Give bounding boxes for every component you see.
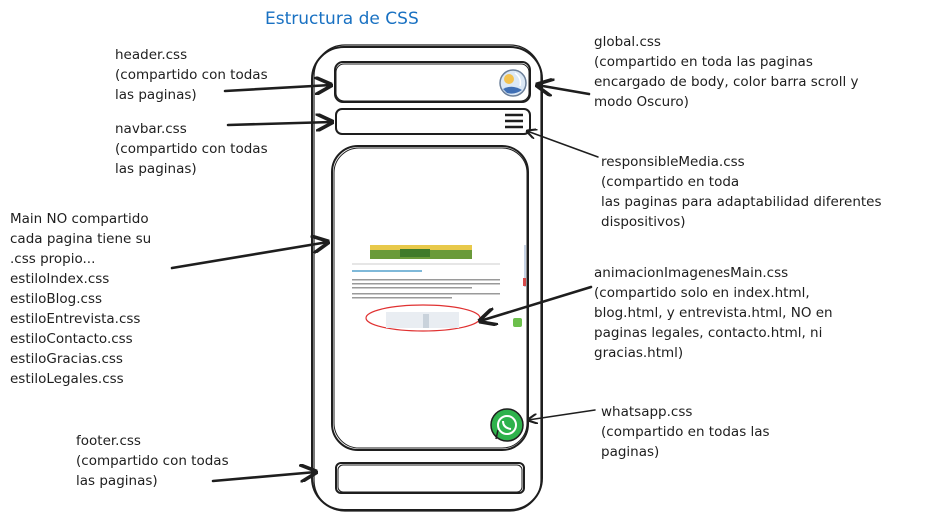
whatsapp-css-note: whatsapp.css (compartido en todas las pa…	[601, 404, 770, 460]
arrow-global	[537, 85, 591, 94]
main-css-note: Main NO compartido cada pagina tiene su …	[10, 211, 152, 387]
arrow-navbar	[226, 122, 332, 125]
footer-css-note: footer.css (compartido con todas las pag…	[76, 433, 229, 489]
phone-outline	[311, 44, 543, 512]
arrow-footer	[211, 472, 316, 481]
navbar-bar	[335, 108, 531, 135]
footer-bar	[335, 462, 525, 494]
thumbnail-animated-image	[386, 312, 459, 328]
arrow-header	[223, 85, 331, 91]
header-bar	[334, 61, 531, 103]
arrow-whatsapp	[528, 409, 596, 420]
arrow-main	[170, 242, 328, 270]
hamburger-menu-icon	[505, 113, 523, 129]
theme-toggle-icon	[499, 69, 527, 97]
global-css-note: global.css (compartido en toda las pagin…	[594, 34, 859, 110]
main-content-box	[331, 145, 529, 451]
diagram-title: Estructura de CSS	[265, 9, 419, 29]
arrow-animacion	[480, 285, 593, 321]
whatsapp-icon	[490, 408, 524, 442]
main-page-thumbnail	[352, 245, 526, 332]
navbar-css-note: navbar.css (compartido con todas las pag…	[115, 121, 268, 177]
animacion-css-note: animacionImagenesMain.css (compartido so…	[594, 265, 833, 361]
header-css-note: header.css (compartido con todas las pag…	[115, 47, 268, 103]
arrow-responsive	[527, 131, 599, 158]
responsive-css-note: responsibleMedia.css (compartido en toda…	[601, 154, 882, 230]
